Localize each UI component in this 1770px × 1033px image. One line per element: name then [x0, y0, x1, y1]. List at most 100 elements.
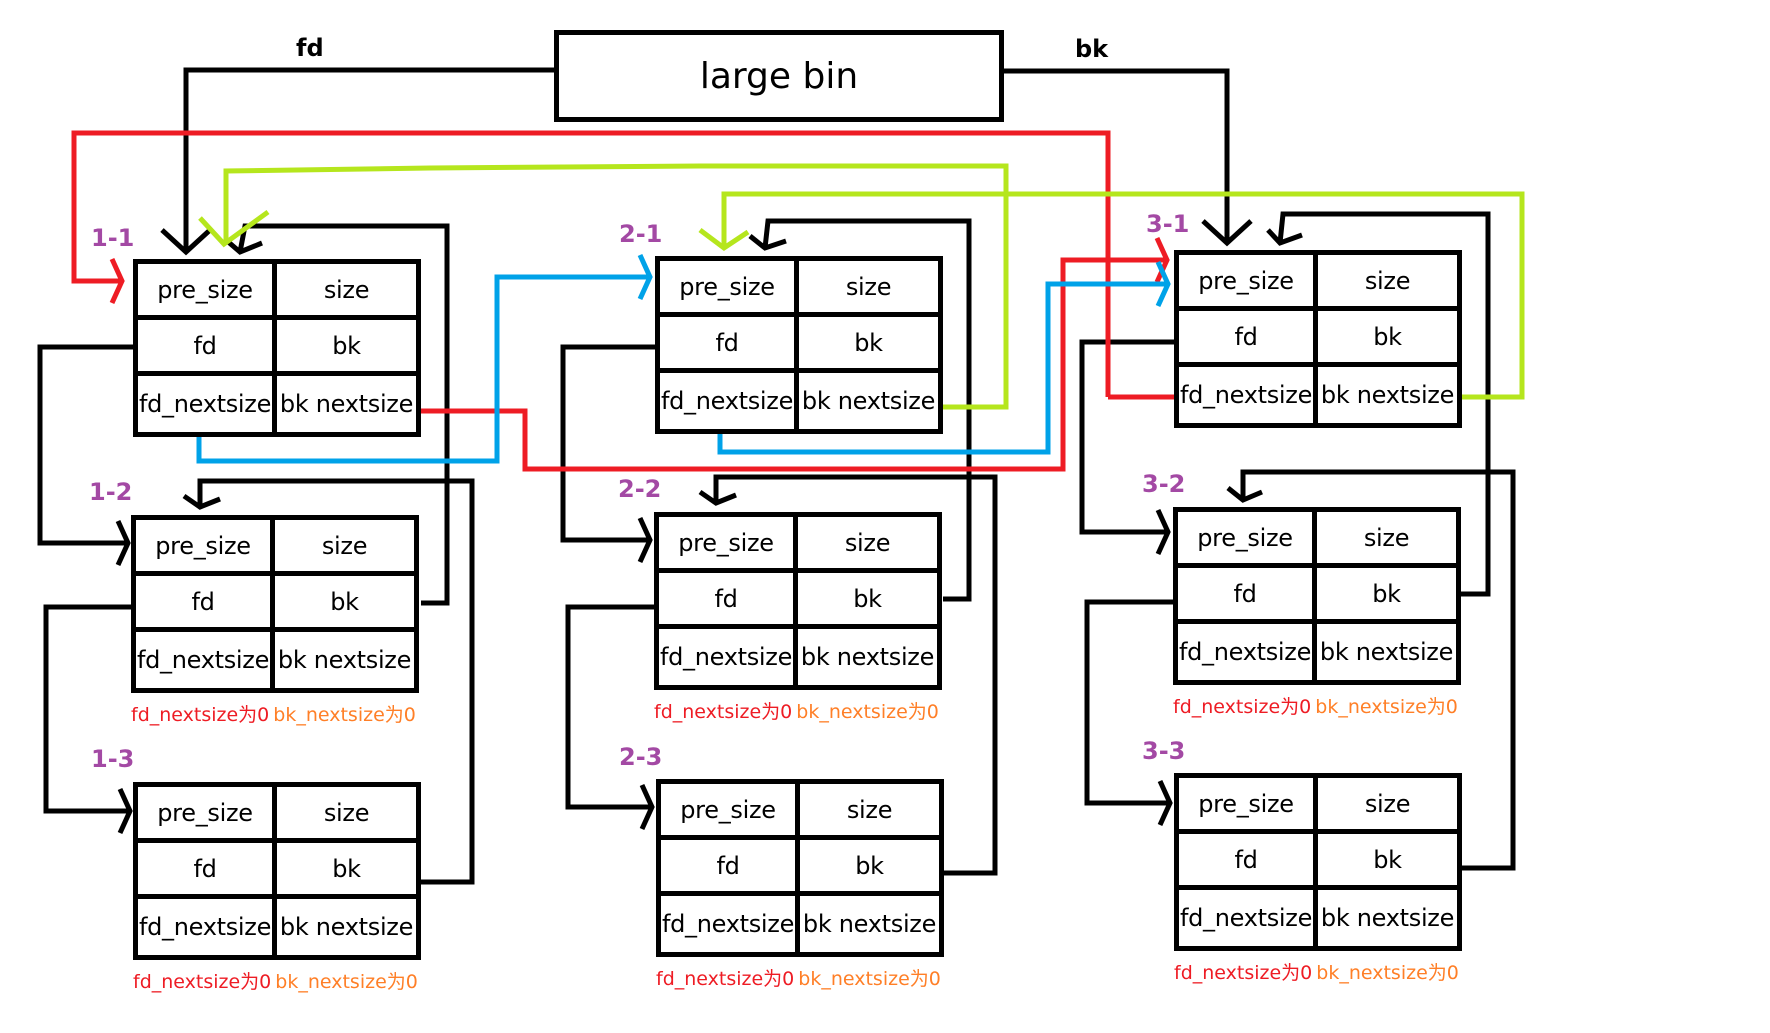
chunk-label: 2-1 — [619, 220, 663, 248]
arrow-head-icon — [115, 519, 131, 567]
fd-field: fd — [1179, 834, 1318, 890]
arrow-head-icon — [198, 209, 270, 248]
arrow-head-icon — [639, 783, 655, 831]
bk-wire-1-3-to-1-2 — [197, 478, 475, 885]
fd-nextsize-zero-note: fd_nextsize为0 — [654, 701, 793, 723]
size-field: size — [277, 264, 416, 320]
bk-nextsize-field: bk nextsize — [279, 390, 414, 418]
fd-nextsize-field: fd_nextsize — [1179, 890, 1318, 946]
bk-wire-2-2-to-2-1 — [762, 218, 972, 602]
fd-field: fd — [138, 320, 277, 376]
chunk-label: 1-3 — [91, 745, 135, 773]
fd-nextsize-field: fd_nextsize — [1179, 367, 1318, 423]
bk-nextsize-zero-note: bk_nextsize为0 — [798, 968, 941, 990]
blue-wire-1-1-to-2-1 — [196, 274, 648, 464]
fd-nextsize-field: fd_nextsize — [660, 373, 799, 429]
size-field: size — [1318, 255, 1457, 311]
bk-field: bk — [277, 843, 416, 899]
arrow-head-icon — [1157, 779, 1173, 827]
bk-wire-1-2-to-1-1 — [237, 223, 450, 606]
arrow-head-icon — [637, 516, 653, 564]
arrow-head-icon — [698, 228, 750, 252]
arrow-head-icon — [698, 489, 737, 506]
size-field: size — [1317, 512, 1456, 568]
fd-field: fd — [659, 573, 798, 629]
pre-size-field: pre_size — [1179, 255, 1318, 311]
size-field: size — [798, 517, 937, 573]
arrow-head-icon — [117, 787, 133, 835]
fd-nextsize-field: fd_nextsize — [661, 896, 800, 952]
red-wire-3-1-to-1-1 — [71, 130, 1111, 397]
arrow-head-icon — [1266, 228, 1303, 246]
fd-field: fd — [136, 576, 275, 632]
fd-wire-3-1-to-3-2 — [1079, 339, 1174, 535]
chunk-label: 3-1 — [1146, 210, 1190, 238]
bk-field: bk — [798, 573, 937, 629]
bk-nextsize-field: bk nextsize — [1320, 381, 1455, 409]
pre-size-field: pre_size — [138, 787, 277, 843]
bk-nextsize-field: bk nextsize — [1319, 638, 1454, 666]
bk-nextsize-field: bk nextsize — [802, 910, 937, 938]
bk-field: bk — [1318, 834, 1457, 890]
fd-field: fd — [138, 843, 277, 899]
large-bin-head: large bin — [554, 30, 1004, 122]
chunk-label: 2-3 — [619, 743, 663, 771]
arrow-head-icon — [1155, 260, 1171, 308]
fd-field: fd — [1179, 311, 1318, 367]
fd-pointer-label: fd — [296, 34, 324, 62]
arrow-head-icon — [1226, 486, 1263, 503]
green-wire-3-1-to-2-1 — [721, 191, 1525, 400]
bk-nextsize-field: bk nextsize — [277, 646, 412, 674]
chunk-label: 1-2 — [89, 478, 133, 506]
arrow-head-icon — [224, 238, 263, 255]
arrow-head-icon — [160, 228, 212, 256]
fd-nextsize-zero-note: fd_nextsize为0 — [131, 704, 270, 726]
bk-nextsize-field: bk nextsize — [1320, 904, 1455, 932]
arrow-head-icon — [182, 493, 221, 510]
pre-size-field: pre_size — [136, 520, 275, 576]
chunk-label: 3-2 — [1142, 470, 1186, 498]
arrow-head-icon — [637, 253, 653, 301]
pre-size-field: pre_size — [1178, 512, 1317, 568]
bk-wire-3-3-to-3-2 — [1240, 469, 1516, 871]
bk-field: bk — [275, 576, 414, 632]
size-field: size — [800, 784, 939, 840]
bk-wire-3-2-to-3-1 — [1277, 211, 1491, 597]
fd-wire-1-2-to-1-3 — [43, 604, 131, 814]
red-wire-1-1-to-3-1 — [421, 257, 1165, 472]
bk-nextsize-zero-note: bk_nextsize为0 — [796, 701, 939, 723]
pre-size-field: pre_size — [659, 517, 798, 573]
large-bin-title: large bin — [699, 55, 859, 97]
fd-nextsize-field: fd_nextsize — [138, 899, 277, 955]
chunk-label: 1-1 — [91, 224, 135, 252]
size-field: size — [1318, 778, 1457, 834]
fd-nextsize-field: fd_nextsize — [659, 629, 798, 685]
fd-wire-3-2-to-3-3 — [1084, 599, 1173, 806]
bk-field: bk — [799, 317, 938, 373]
pre-size-field: pre_size — [138, 264, 277, 320]
bk-field: bk — [800, 840, 939, 896]
bk-nextsize-zero-note: bk_nextsize为0 — [1316, 962, 1459, 984]
fd-nextsize-zero-note: fd_nextsize为0 — [656, 968, 795, 990]
size-field: size — [277, 787, 416, 843]
fd-field: fd — [661, 840, 800, 896]
arrow-head-icon — [1154, 236, 1170, 284]
bk-field: bk — [277, 320, 416, 376]
green-wire-2-1-to-1-1 — [223, 163, 1009, 410]
bk-pointer-label: bk — [1075, 35, 1109, 63]
bk-nextsize-field: bk nextsize — [801, 387, 936, 415]
bk-nextsize-zero-note: bk_nextsize为0 — [275, 971, 418, 993]
